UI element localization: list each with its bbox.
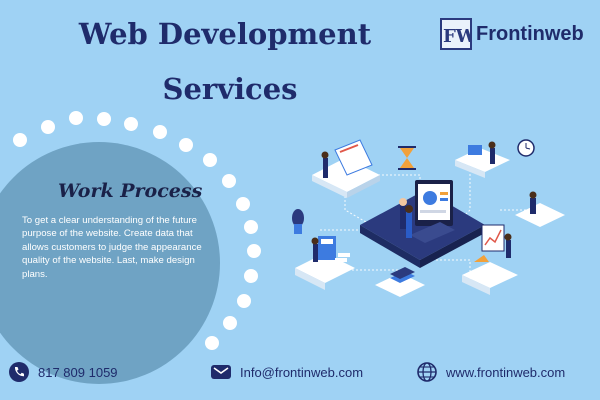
svg-text:FW: FW [443, 26, 472, 47]
page-title-line2: Services [162, 72, 298, 106]
email-address: Info@frontinweb.com [240, 364, 364, 380]
calculator-station [295, 236, 355, 290]
work-process-title: Work Process [58, 180, 203, 202]
clock-icon [517, 139, 535, 157]
analyst-station [515, 191, 565, 227]
work-process-circle [0, 142, 220, 384]
plant-icon [292, 209, 304, 234]
fw-logo-icon: FW [440, 18, 472, 50]
desk-station [455, 141, 510, 178]
hourglass-icon [398, 146, 416, 170]
brand-name: Frontinweb [476, 22, 584, 45]
phone-icon [9, 362, 29, 382]
envelope-icon [211, 365, 231, 379]
contact-phone[interactable]: 817 809 1059 [8, 361, 118, 383]
brand-logo: FW Frontinweb [440, 18, 584, 50]
work-process-text: To get a clear understanding of the futu… [22, 215, 202, 280]
books-station [375, 267, 425, 297]
calendar-station [312, 139, 380, 198]
contact-email[interactable]: Info@frontinweb.com [210, 361, 363, 383]
phone-number: 817 809 1059 [38, 364, 118, 380]
website-url: www.frontinweb.com [446, 364, 566, 380]
central-platform [360, 180, 485, 268]
globe-icon [417, 362, 437, 382]
page-title-line1: Web Development [78, 17, 372, 51]
chart-board-station [462, 224, 518, 295]
contact-website[interactable]: www.frontinweb.com [416, 361, 565, 383]
